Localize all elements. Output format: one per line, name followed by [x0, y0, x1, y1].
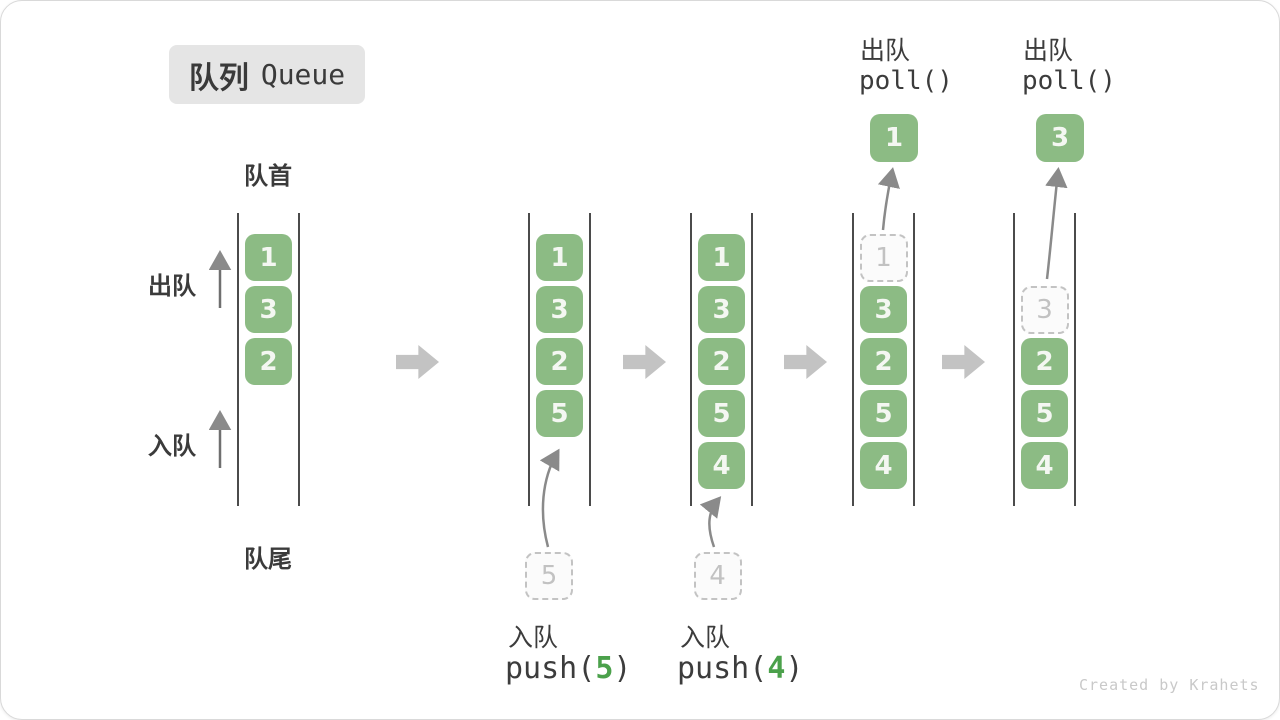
queue-cell: 2 — [536, 338, 583, 385]
queue-cell-removed: 1 — [859, 233, 908, 282]
column-right-wall — [1074, 213, 1076, 506]
outgoing-element: 3 — [1036, 114, 1084, 162]
title-badge: 队列 Queue — [169, 45, 365, 104]
queue-cell: 3 — [698, 286, 745, 333]
column-left-wall — [237, 213, 239, 506]
poll1-remove-arrow-icon — [877, 167, 900, 231]
queue-cell: 1 — [698, 234, 745, 281]
queue-cell: 3 — [536, 286, 583, 333]
watermark: Created by Krahets — [1079, 676, 1260, 694]
push4-code: push(4) — [677, 651, 803, 686]
state-transition-arrow-icon — [784, 345, 827, 379]
push5-code-pre: push( — [505, 651, 596, 686]
column-left-wall — [1013, 213, 1015, 506]
queue-cell: 3 — [860, 286, 907, 333]
push5-label-cn: 入队 — [508, 624, 559, 652]
push5-code: push(5) — [505, 651, 631, 686]
queue-cell: 2 — [245, 338, 292, 385]
column-right-wall — [751, 213, 753, 506]
push4-label-cn: 入队 — [680, 624, 731, 652]
poll3-code: poll() — [1022, 66, 1116, 96]
queue-cell: 1 — [245, 234, 292, 281]
push4-code-arg: 4 — [767, 651, 786, 686]
queue-cell: 2 — [860, 338, 907, 385]
poll1-code: poll() — [859, 66, 953, 96]
incoming-element: 5 — [525, 552, 573, 600]
column-right-wall — [298, 213, 300, 506]
queue-cell: 1 — [536, 234, 583, 281]
title-cn: 队列 — [188, 61, 249, 95]
push4-code-post: ) — [785, 651, 804, 686]
column-left-wall — [852, 213, 854, 506]
state-transition-arrow-icon — [396, 345, 439, 379]
push4-code-pre: push( — [677, 651, 768, 686]
poll3-remove-arrow-icon — [1045, 167, 1068, 280]
poll3-label-cn: 出队 — [1023, 37, 1074, 65]
title-en: Queue — [260, 58, 346, 91]
column-left-wall — [690, 213, 692, 506]
queue-cell: 4 — [860, 442, 907, 489]
incoming-element: 4 — [693, 552, 742, 600]
queue-cell-removed: 3 — [1020, 285, 1069, 334]
queue-cell: 5 — [1021, 390, 1068, 437]
state-transition-arrow-icon — [942, 345, 985, 379]
label-side-enqueue: 入队 — [148, 433, 196, 460]
push5-insert-arrow-icon — [539, 448, 560, 548]
column-left-wall — [528, 213, 530, 506]
poll1-label-cn: 出队 — [860, 37, 911, 65]
queue-cell: 5 — [860, 390, 907, 437]
outgoing-element: 1 — [870, 114, 918, 162]
push4-insert-arrow-icon — [699, 496, 722, 548]
queue-cell: 5 — [698, 390, 745, 437]
label-queue-front: 队首 — [244, 163, 292, 190]
queue-cell: 4 — [1021, 442, 1068, 489]
label-side-dequeue: 出队 — [148, 273, 196, 300]
queue-cell: 2 — [698, 338, 745, 385]
queue-cell: 2 — [1021, 338, 1068, 385]
column-right-wall — [913, 213, 915, 506]
queue-cell: 3 — [245, 286, 292, 333]
state-transition-arrow-icon — [623, 345, 666, 379]
label-queue-rear: 队尾 — [244, 546, 292, 573]
push5-code-post: ) — [613, 651, 632, 686]
push5-code-arg: 5 — [595, 651, 614, 686]
queue-cell: 5 — [536, 390, 583, 437]
queue-cell: 4 — [698, 442, 745, 489]
column-right-wall — [589, 213, 591, 506]
